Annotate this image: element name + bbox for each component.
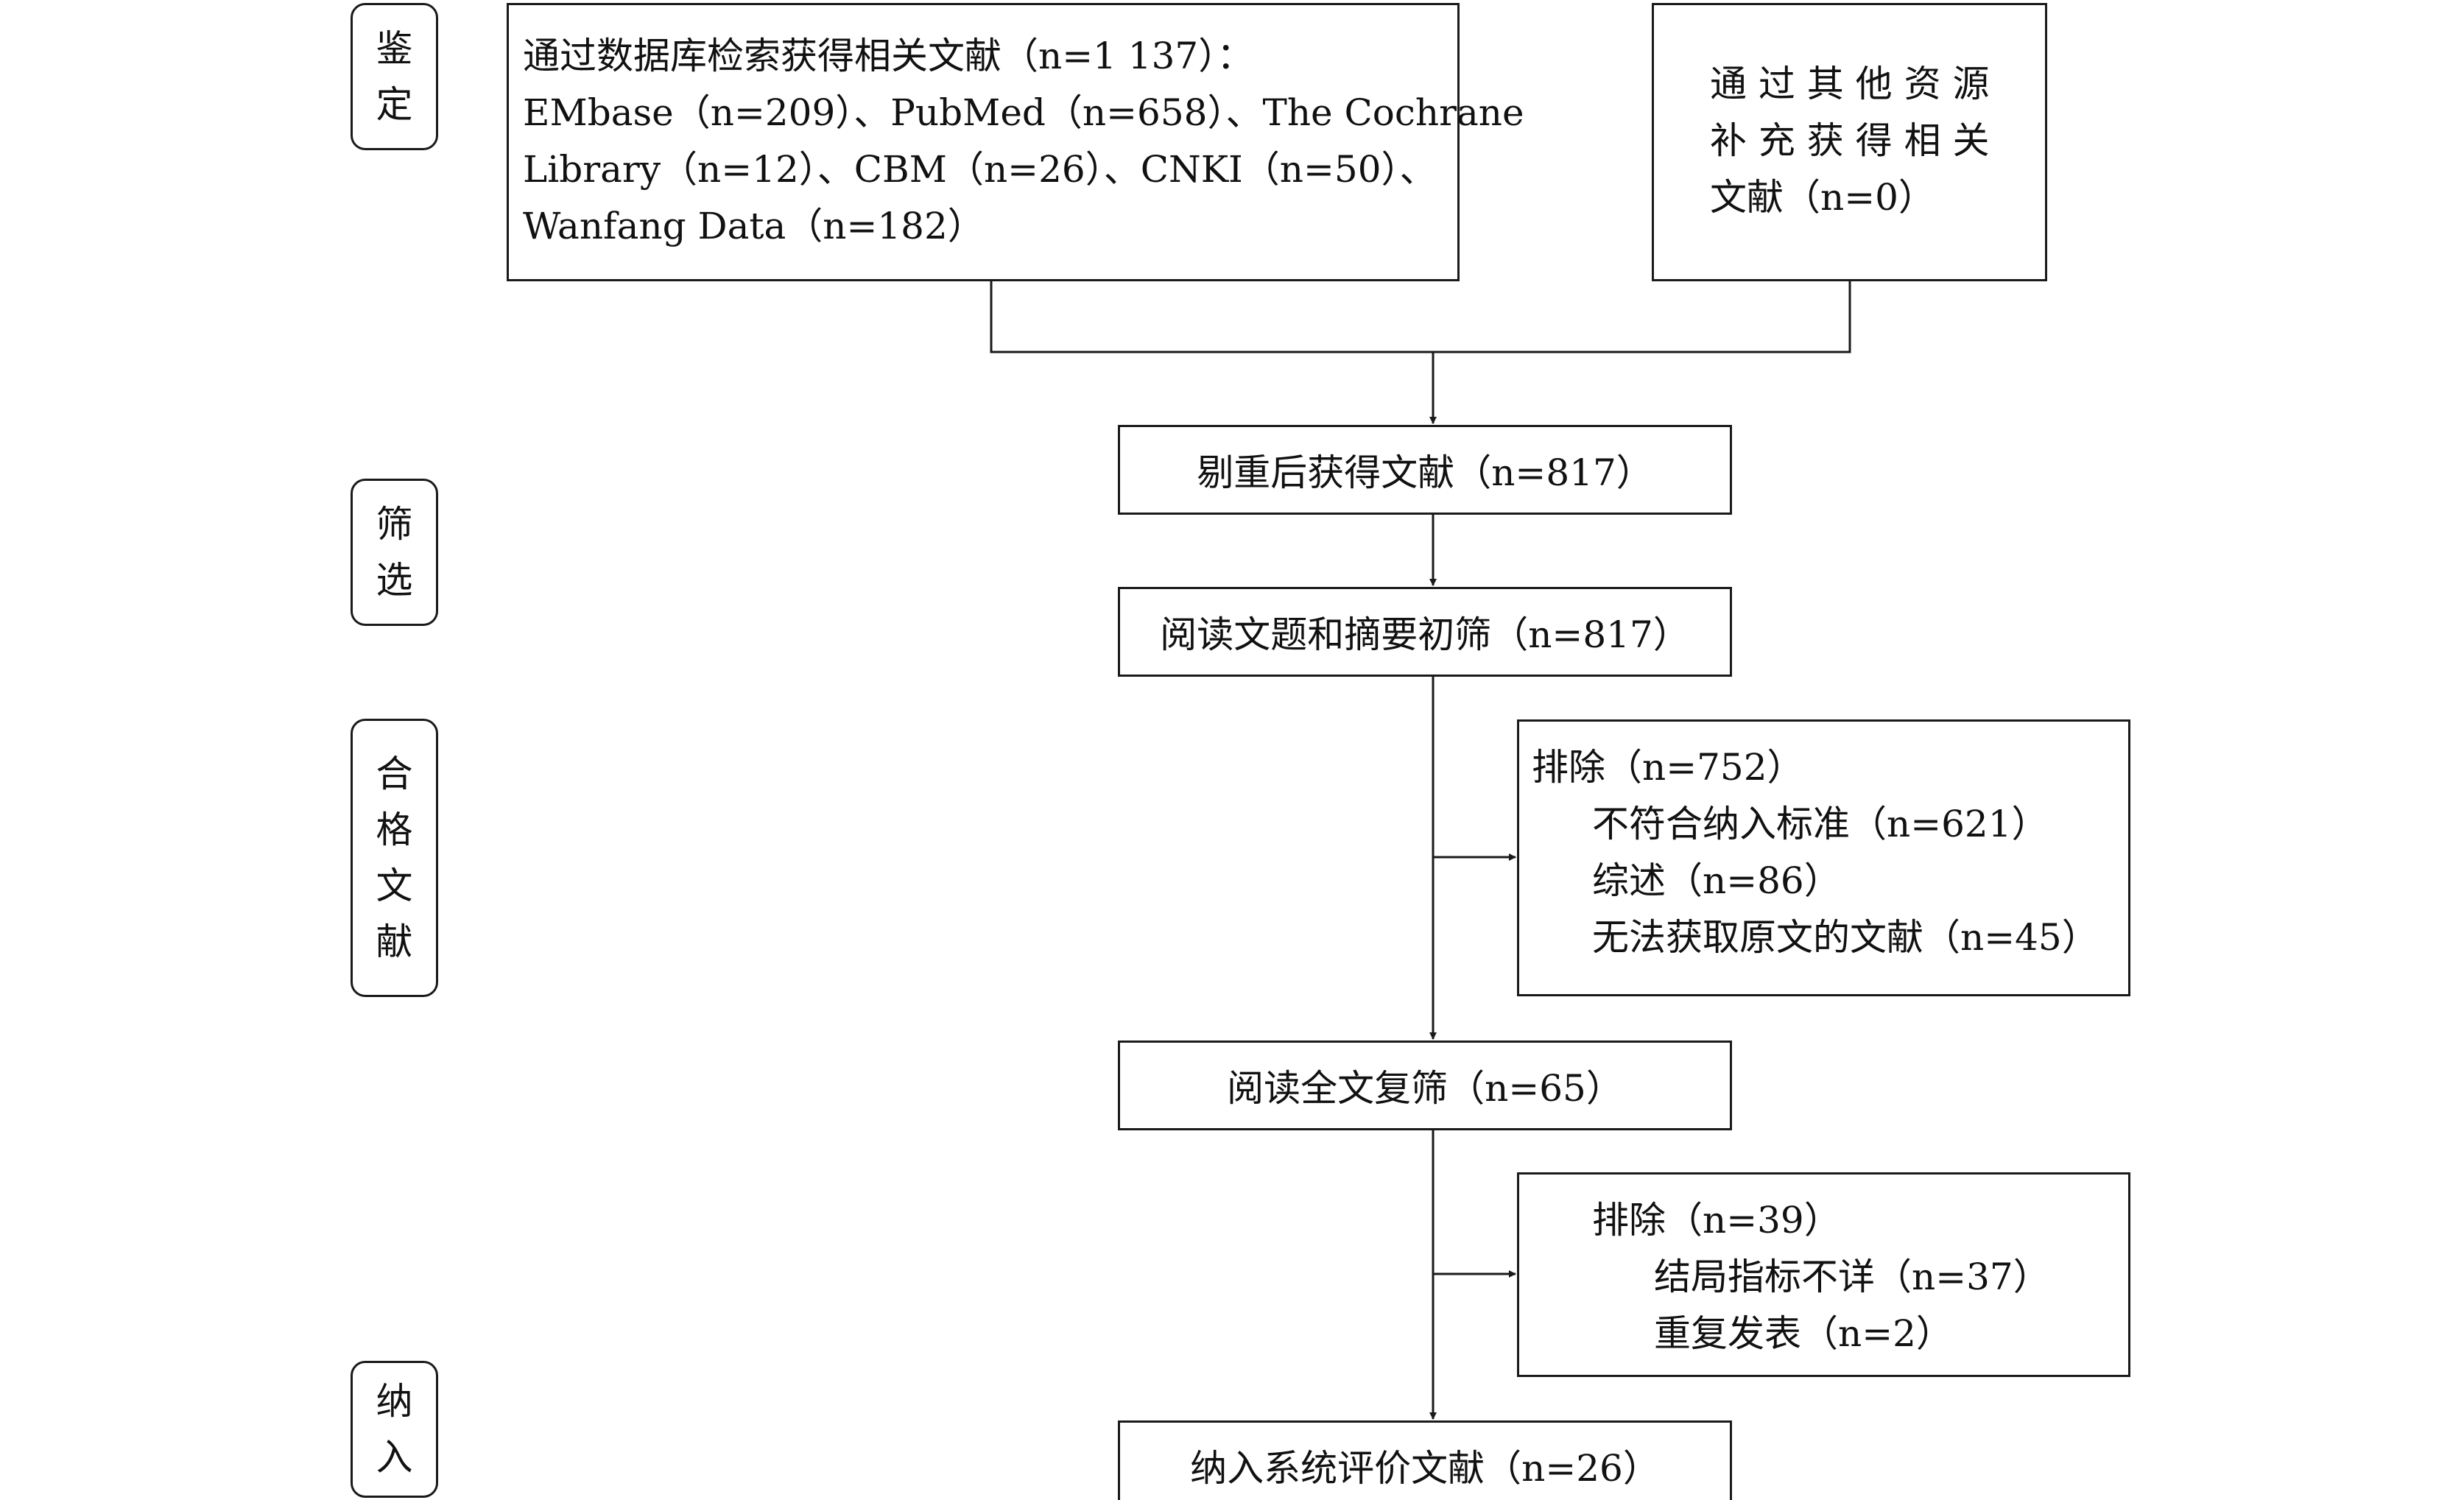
merge-connector bbox=[990, 281, 1851, 353]
title-abstract-screening-box: 阅读文题和摘要初筛（n=817） bbox=[1118, 587, 1732, 677]
box-text-line: EMbase（n=209）、PubMed（n=658）、The Cochrane bbox=[523, 91, 1524, 134]
stage-char: 文 bbox=[376, 865, 413, 907]
box-text-line: 补 充 获 得 相 关 bbox=[1710, 119, 1990, 162]
exclusion-box-2: 排除（n=39） 结局指标不详（n=37） 重复发表（n=2） bbox=[1517, 1172, 2130, 1377]
stage-char: 格 bbox=[376, 809, 413, 851]
box-text: 阅读文题和摘要初筛（n=817） bbox=[1160, 613, 1690, 656]
stage-char: 纳 bbox=[376, 1380, 413, 1423]
stage-char: 合 bbox=[376, 753, 413, 795]
exclusion-box-1: 排除（n=752） 不符合纳入标准（n=621） 综述（n=86） 无法获取原文… bbox=[1517, 719, 2130, 996]
box-text-line: Wanfang Data（n=182） bbox=[523, 205, 985, 247]
box-text-line: 排除（n=752） bbox=[1532, 746, 1804, 789]
box-text: 剔重后获得文献（n=817） bbox=[1197, 451, 1653, 494]
box-text-line: 无法获取原文的文献（n=45） bbox=[1592, 916, 2099, 959]
database-search-box: 通过数据库检索获得相关文献（n=1 137）： EMbase（n=209）、Pu… bbox=[507, 3, 1524, 281]
box-text-line: 不符合纳入标准（n=621） bbox=[1592, 803, 2049, 845]
stage-char: 定 bbox=[376, 83, 413, 126]
stage-label-identification: 鉴 定 bbox=[351, 3, 438, 150]
stage-label-eligibility: 合 格 文 献 bbox=[351, 719, 438, 997]
box-text-line: 重复发表（n=2） bbox=[1654, 1312, 1953, 1355]
box-text-line: 文献（n=0） bbox=[1710, 176, 1935, 219]
box-text-line: 综述（n=86） bbox=[1592, 859, 1841, 902]
stage-label-screening: 筛 选 bbox=[351, 479, 438, 626]
other-sources-box: 通 过 其 他 资 源 补 充 获 得 相 关 文献（n=0） bbox=[1652, 3, 2047, 281]
stage-char: 选 bbox=[376, 559, 413, 602]
box-text: 纳入系统评价文献（n=26） bbox=[1190, 1447, 1660, 1490]
box-text-line: 结局指标不详（n=37） bbox=[1654, 1256, 2050, 1298]
dedup-box: 剔重后获得文献（n=817） bbox=[1118, 425, 1732, 515]
box-text-line: 通 过 其 他 资 源 bbox=[1710, 63, 1990, 105]
box-text-line: 排除（n=39） bbox=[1592, 1199, 1841, 1242]
box-text-line: Library（n=12）、CBM（n=26）、CNKI（n=50）、 bbox=[523, 148, 1437, 191]
stage-char: 筛 bbox=[376, 503, 413, 546]
stage-char: 献 bbox=[376, 920, 413, 963]
box-text-line: 通过数据库检索获得相关文献（n=1 137）： bbox=[523, 35, 1254, 77]
box-text: 阅读全文复筛（n=65） bbox=[1227, 1067, 1623, 1110]
included-box: 纳入系统评价文献（n=26） bbox=[1118, 1420, 1732, 1500]
stage-label-included: 纳 入 bbox=[351, 1361, 438, 1498]
stage-char: 入 bbox=[376, 1436, 413, 1479]
full-text-screening-box: 阅读全文复筛（n=65） bbox=[1118, 1041, 1732, 1130]
stage-char: 鉴 bbox=[376, 27, 413, 70]
